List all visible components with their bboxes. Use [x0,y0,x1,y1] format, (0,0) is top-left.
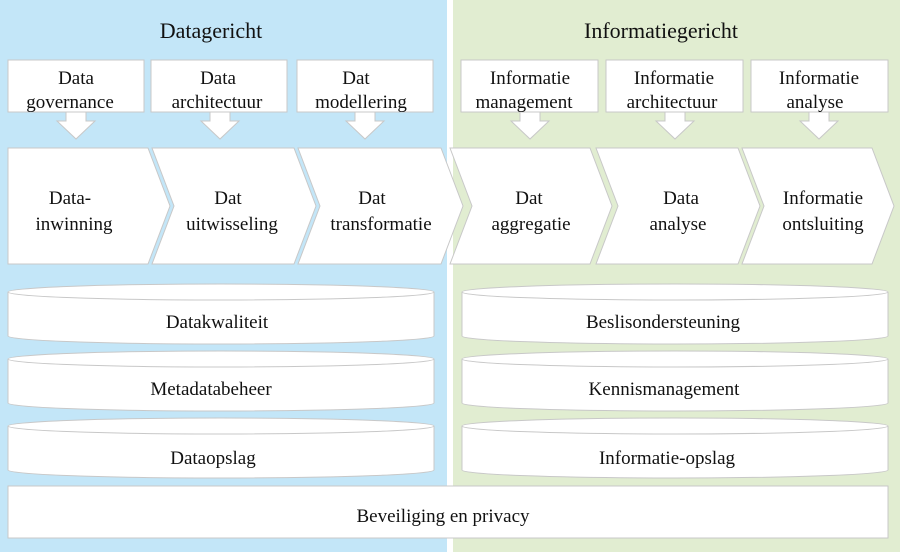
top-box-line2: architectuur [172,92,263,113]
layer-label: Dataopslag [170,448,256,469]
chevron-line1: Dat [358,188,386,209]
top-box-line2: governance [26,92,114,113]
layer-label: Informatie-opslag [599,448,736,469]
top-box-line2: management [475,92,573,113]
top-box-line1: Informatie [634,68,714,89]
chevron-line2: transformatie [330,214,431,235]
top-box-informatie-architectuur: Informatie architectuur [605,59,744,113]
top-box-line1: Data [58,68,94,89]
layer-label: Beslisondersteuning [586,312,741,333]
top-box-informatie-analyse: Informatie analyse [750,59,889,113]
top-box-data-architectuur: Data architectuur [150,59,288,113]
data-side-title: Datagericht [160,18,263,43]
layer-metadatabeheer: Metadatabeheer [7,350,435,412]
chevron-line2: ontsluiting [782,214,864,235]
layer-kennismanagement: Kennismanagement [461,350,889,412]
chevron-dat-aggregatie: Dat aggregatie [449,147,613,265]
layer-label: Kennismanagement [589,379,741,400]
layer-informatie-opslag: Informatie-opslag [461,417,889,479]
chevron-line2: aggregatie [491,214,570,235]
top-box-dat-modellering: Dat modellering [296,59,434,113]
chevron-line2: uitwisseling [186,214,278,235]
layer-datakwaliteit: Datakwaliteit [7,283,435,345]
top-box-line2: modellering [315,92,407,113]
layer-beslisondersteuning: Beslisondersteuning [461,283,889,345]
top-box-informatie-management: Informatie management [460,59,599,113]
chevron-line2: inwinning [35,214,113,235]
chevron-dat-transformatie: Dat transformatie [297,147,464,265]
top-box-line2: architectuur [627,92,718,113]
chevron-line1: Data [663,188,699,209]
chevron-data-inwinning: Data- inwinning [7,147,171,265]
chevron-data-analyse: Data analyse [595,147,761,265]
layer-label: Metadatabeheer [150,379,272,400]
top-box-data-governance: Data governance [7,59,145,113]
chevron-dat-uitwisseling: Dat uitwisseling [151,147,317,265]
info-side-title: Informatiegericht [584,18,738,43]
chevron-line2: analyse [650,214,707,235]
footer-label: Beveiliging en privacy [356,506,530,527]
layer-dataopslag: Dataopslag [7,417,435,479]
top-box-line1: Informatie [490,68,570,89]
chevron-informatie-ontsluiting: Informatie ontsluiting [741,147,895,265]
top-box-line1: Data [200,68,236,89]
top-box-line2: analyse [787,92,844,113]
footer-bar-security-privacy: Beveiliging en privacy [7,485,889,539]
layer-label: Datakwaliteit [166,312,269,333]
chevron-line1: Data- [49,188,91,209]
chevron-line1: Dat [214,188,242,209]
chevron-line1: Dat [515,188,543,209]
chevron-line1: Informatie [783,188,863,209]
top-box-line1: Informatie [779,68,859,89]
top-box-line1: Dat [342,68,370,89]
